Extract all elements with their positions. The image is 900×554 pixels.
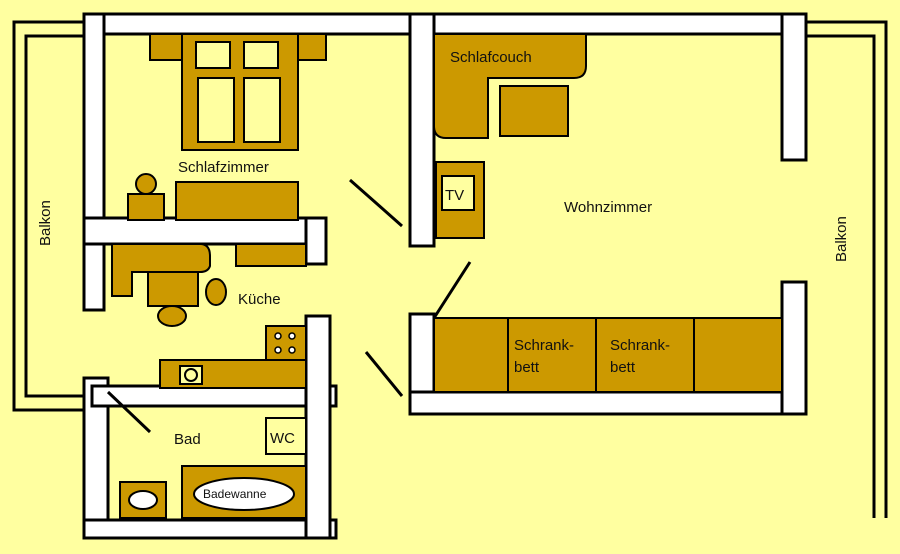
wardrobe-bedroom	[175, 181, 299, 221]
double-bed	[149, 33, 327, 151]
wc-box	[265, 417, 307, 455]
room-label-wohnzimmer: Wohnzimmer	[564, 199, 652, 216]
room-label-bad: Bad	[174, 431, 201, 448]
label-schrankbett-1-line2: bett	[514, 359, 540, 376]
room-label-schlafzimmer: Schlafzimmer	[178, 159, 269, 176]
desk-chair-bedroom	[127, 173, 165, 221]
sofa-bed	[433, 33, 587, 139]
balcony-label-right: Balkon	[833, 216, 850, 262]
cabinet-beds	[433, 317, 783, 393]
bathtub	[181, 465, 307, 519]
label-wc: WC	[270, 430, 295, 447]
balcony-label-left: Balkon	[37, 200, 54, 246]
kitchen-table	[111, 243, 307, 327]
label-schrankbett-2-line1: Schrank-	[610, 337, 670, 354]
label-schrankbett-2-line2: bett	[610, 359, 636, 376]
label-badewanne: Badewanne	[203, 487, 267, 501]
label-tv: TV	[445, 187, 464, 204]
label-schlafcouch: Schlafcouch	[450, 49, 532, 66]
tv-unit	[435, 161, 485, 239]
walls	[82, 12, 808, 540]
label-schrankbett-1-line1: Schrank-	[514, 337, 574, 354]
door-swings	[106, 178, 472, 434]
room-label-kueche: Küche	[238, 291, 281, 308]
washbasin	[119, 481, 167, 519]
kitchen-counter	[159, 325, 307, 389]
balcony-left	[12, 20, 84, 412]
balcony-right	[806, 20, 888, 518]
